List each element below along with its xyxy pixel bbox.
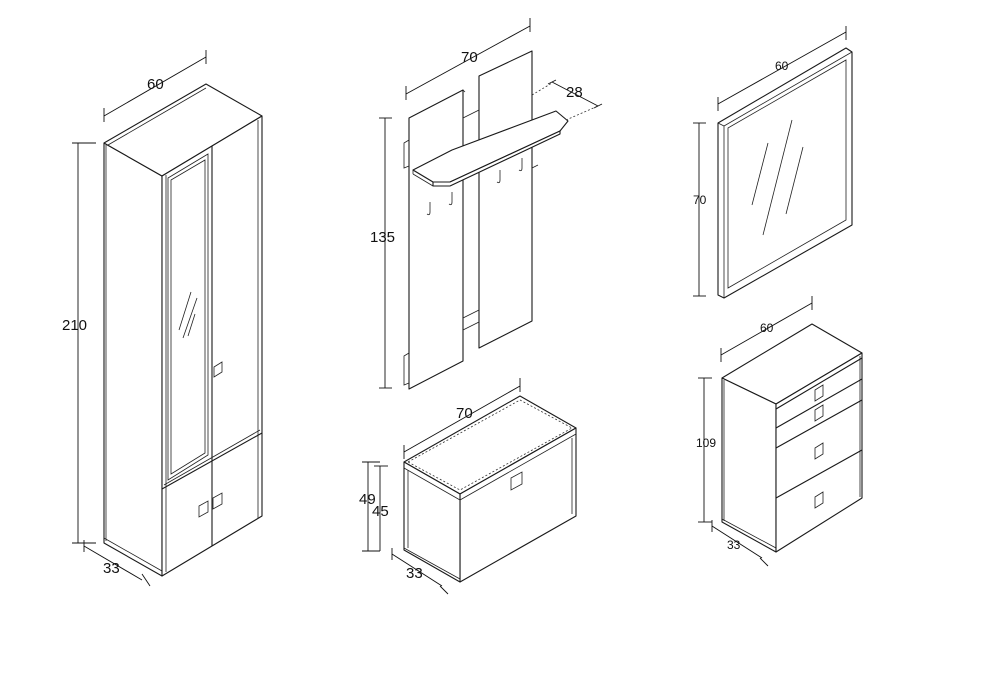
bench-depth-label: 33 bbox=[406, 565, 423, 582]
bench-height-top-label: 49 bbox=[359, 491, 376, 508]
bench-height-body-label: 45 bbox=[372, 503, 389, 520]
coat-rack: 70 28 135 bbox=[370, 18, 603, 390]
shoe-bench: 70 49 45 33 bbox=[359, 378, 577, 595]
drawer-handle-icon bbox=[814, 442, 824, 460]
drawer-handle-icon bbox=[814, 384, 824, 402]
mirror: 60 70 bbox=[693, 26, 853, 299]
mirror-height-label: 70 bbox=[693, 193, 707, 207]
drawer-handle-icon bbox=[814, 404, 824, 422]
coat-rack-height-label: 135 bbox=[370, 229, 395, 246]
door-handle-icon bbox=[198, 500, 209, 518]
mirror-width-label: 60 bbox=[775, 59, 789, 73]
bench-width-label: 70 bbox=[456, 405, 473, 422]
coat-rack-shelf-depth-label: 28 bbox=[566, 84, 583, 101]
drawer-handle-icon bbox=[814, 491, 824, 509]
chest-width-label: 60 bbox=[760, 321, 774, 335]
wardrobe-depth-label: 33 bbox=[103, 560, 120, 577]
wardrobe: 60 210 33 bbox=[62, 50, 263, 587]
coat-rack-width-label: 70 bbox=[461, 49, 478, 66]
mirror-reflection-icon bbox=[751, 119, 804, 236]
hook-icon bbox=[426, 158, 523, 216]
bench-handle-icon bbox=[510, 471, 523, 491]
mirror-reflection-icon bbox=[178, 291, 198, 339]
chest-height-label: 109 bbox=[696, 436, 716, 450]
wardrobe-width-label: 60 bbox=[147, 76, 164, 93]
wardrobe-height-label: 210 bbox=[62, 317, 87, 334]
door-handle-icon bbox=[213, 361, 223, 378]
door-handle-icon bbox=[212, 492, 223, 510]
chest-depth-label: 33 bbox=[727, 538, 741, 552]
chest-of-drawers: 60 109 33 bbox=[696, 296, 863, 567]
